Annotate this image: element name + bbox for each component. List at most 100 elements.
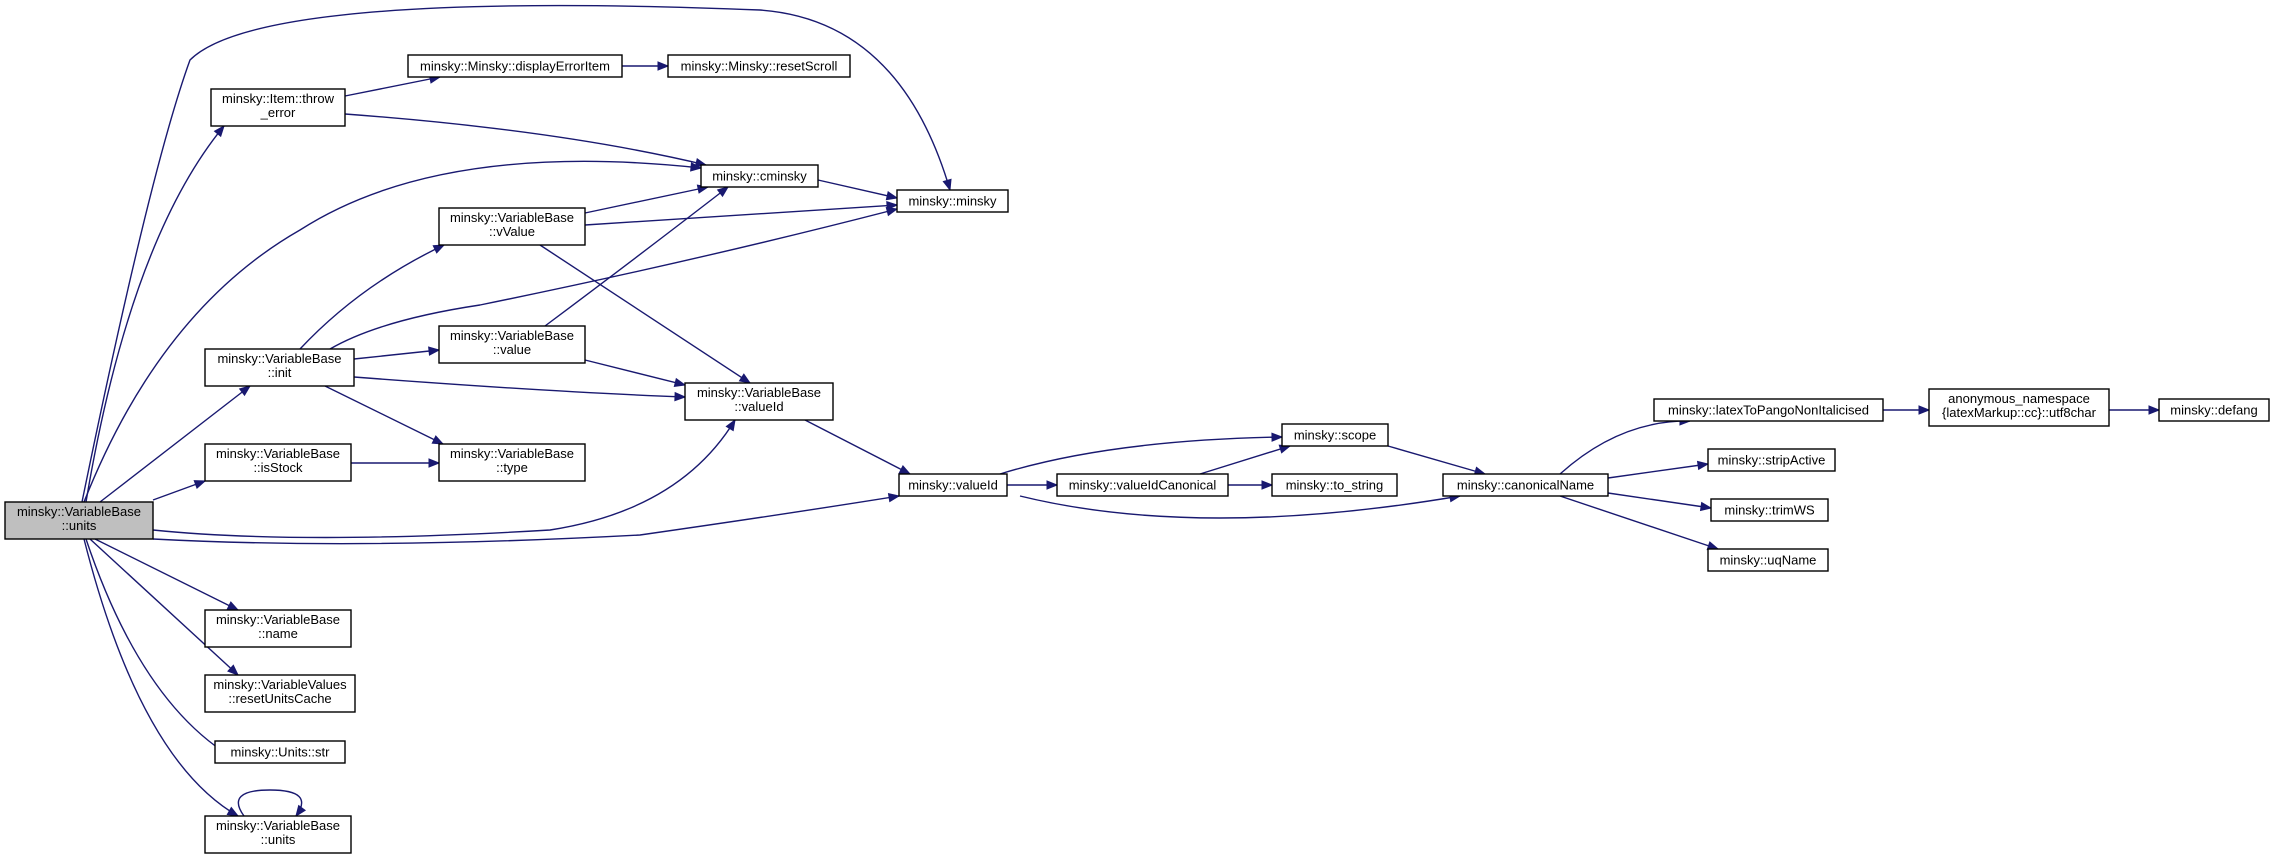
edge-line <box>999 436 1283 475</box>
graph-node[interactable]: minsky::scope <box>1281 423 1389 447</box>
node-box[interactable] <box>2158 398 2270 422</box>
edge-n1-n2 <box>344 74 442 97</box>
graph-node[interactable]: minsky::trimWS <box>1710 498 1829 522</box>
graph-node[interactable]: minsky::stripActive <box>1707 448 1836 472</box>
graph-node[interactable]: minsky::VariableBase::units <box>204 815 352 854</box>
graph-node[interactable]: minsky::canonicalName <box>1442 473 1609 497</box>
node-box[interactable] <box>407 54 623 78</box>
node-label: minsky::valueIdCanonical <box>1069 478 1217 493</box>
node-label: anonymous_namespace <box>1948 391 2090 406</box>
graph-node[interactable]: minsky::VariableBase::type <box>438 443 586 482</box>
arrowhead-icon <box>674 391 687 402</box>
node-box[interactable] <box>1928 388 2110 427</box>
edge-line <box>1019 495 1461 519</box>
edge-n26-n26 <box>237 789 307 818</box>
graph-node[interactable]: minsky::VariableBase::isStock <box>204 443 352 482</box>
node-box[interactable] <box>1653 398 1884 422</box>
edge-line <box>1559 495 1719 550</box>
node-label: minsky::uqName <box>1720 553 1817 568</box>
node-label: minsky::Units::str <box>231 745 331 760</box>
node-box[interactable] <box>204 443 352 482</box>
graph-node[interactable]: minsky::Units::str <box>214 740 346 764</box>
edge-line <box>83 160 702 503</box>
node-box[interactable] <box>898 473 1008 497</box>
graph-node[interactable]: minsky::to_string <box>1271 473 1398 497</box>
node-label: minsky::VariableBase <box>216 446 340 461</box>
node-box[interactable] <box>204 815 352 854</box>
edge-n0-n7 <box>99 385 252 503</box>
graph-node[interactable]: minsky::VariableBase::units <box>4 501 154 540</box>
graph-node[interactable]: minsky::VariableValues::resetUnitsCache <box>204 674 356 713</box>
node-label: minsky::to_string <box>1286 478 1384 493</box>
edge-line <box>1199 445 1291 475</box>
node-box[interactable] <box>1442 473 1609 497</box>
node-box[interactable] <box>438 207 586 246</box>
arrowhead-icon <box>226 806 240 817</box>
graph-node[interactable]: minsky::uqName <box>1707 548 1829 572</box>
arrowhead-icon <box>193 480 207 490</box>
node-label: minsky::scope <box>1294 428 1376 443</box>
node-box[interactable] <box>204 348 355 387</box>
edge-line <box>81 4 951 503</box>
node-box[interactable] <box>1707 548 1829 572</box>
node-box[interactable] <box>1281 423 1389 447</box>
graph-node[interactable]: minsky::cminsky <box>700 164 819 188</box>
node-label: ::valueId <box>734 399 783 414</box>
arrowhead-icon <box>295 804 307 818</box>
node-box[interactable] <box>1056 473 1229 497</box>
graph-node[interactable]: minsky::VariableBase::valueId <box>684 382 834 421</box>
graph-node[interactable]: minsky::minsky <box>896 189 1009 213</box>
node-label: minsky::VariableValues <box>213 677 347 692</box>
node-box[interactable] <box>214 740 346 764</box>
node-label: ::type <box>496 460 528 475</box>
node-box[interactable] <box>204 674 356 713</box>
arrowhead-icon <box>1261 480 1274 490</box>
graph-node[interactable]: minsky::VariableBase::value <box>438 325 586 364</box>
arrowhead-icon <box>1918 405 1931 415</box>
node-label: ::units <box>261 832 296 847</box>
node-label: ::resetUnitsCache <box>228 691 331 706</box>
arrowhead-icon <box>898 464 912 475</box>
edge-line <box>324 385 444 445</box>
graph-node[interactable]: minsky::Minsky::resetScroll <box>667 54 851 78</box>
node-box[interactable] <box>1707 448 1836 472</box>
edge-n7-n5 <box>329 207 899 350</box>
node-box[interactable] <box>204 609 352 648</box>
graph-node[interactable]: minsky::VariableBase::vValue <box>438 207 586 246</box>
graph-node[interactable]: minsky::VariableBase::name <box>204 609 352 648</box>
edge-line <box>85 538 231 757</box>
edge-n8-n9 <box>584 359 687 388</box>
node-box[interactable] <box>4 501 154 540</box>
graph-node[interactable]: minsky::defang <box>2158 398 2270 422</box>
edge-line <box>584 359 686 386</box>
node-box[interactable] <box>1271 473 1398 497</box>
nodes-layer: minsky::VariableBase::units minsky::Item:… <box>4 54 2270 854</box>
graph-node[interactable]: minsky::valueId <box>898 473 1008 497</box>
node-label: minsky::minsky <box>908 194 997 209</box>
graph-node[interactable]: minsky::Item::throw_error <box>210 88 346 127</box>
node-box[interactable] <box>684 382 834 421</box>
arrowhead-icon <box>428 458 441 468</box>
node-label: minsky::VariableBase <box>17 504 141 519</box>
node-box[interactable] <box>438 325 586 364</box>
arrowhead-icon <box>238 385 252 397</box>
edge-n0-n12 <box>152 492 901 545</box>
node-box[interactable] <box>210 88 346 127</box>
edge-line <box>94 538 239 611</box>
graph-node[interactable]: minsky::valueIdCanonical <box>1056 473 1229 497</box>
node-box[interactable] <box>438 443 586 482</box>
graph-node[interactable]: minsky::latexToPangoNonItalicised <box>1653 398 1884 422</box>
node-box[interactable] <box>1710 498 1829 522</box>
graph-node[interactable]: minsky::VariableBase::init <box>204 348 355 387</box>
edge-n0-n1 <box>85 124 225 503</box>
node-box[interactable] <box>896 189 1009 213</box>
edge-line <box>83 538 239 817</box>
edge-n7-n11 <box>324 385 445 445</box>
edge-n6-n9 <box>539 244 752 384</box>
graph-node[interactable]: minsky::Minsky::displayErrorItem <box>407 54 623 78</box>
node-box[interactable] <box>667 54 851 78</box>
edge-n2-n3 <box>622 61 670 71</box>
node-box[interactable] <box>700 164 819 188</box>
graph-node[interactable]: anonymous_namespace{latexMarkup::cc}::ut… <box>1928 388 2110 427</box>
